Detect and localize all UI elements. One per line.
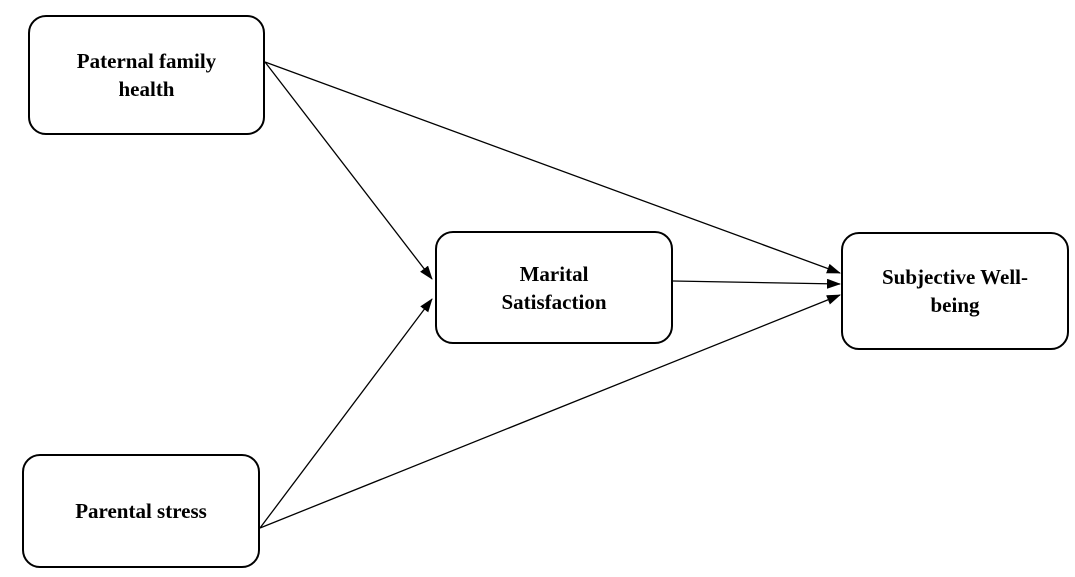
arrow-paternal-to-marital — [264, 61, 433, 280]
node-paternal-family-health: Paternal family health — [28, 15, 265, 135]
arrow-parental-to-marital — [259, 298, 433, 529]
node-subjective-wellbeing: Subjective Well-being — [841, 232, 1069, 350]
arrow-marital-to-wellbeing — [672, 278, 841, 289]
arrow-parental-to-wellbeing — [259, 294, 841, 529]
node-marital-satisfaction: Marital Satisfaction — [435, 231, 673, 344]
node-label-subjective-wellbeing: Subjective Well-being — [881, 265, 1028, 317]
arrow-paternal-to-wellbeing — [264, 61, 841, 274]
node-parental-stress: Parental stress — [22, 454, 260, 568]
node-label-parental-stress: Parental stress — [75, 499, 207, 523]
node-label-paternal-family-health: Paternal family health — [76, 49, 217, 101]
node-label-marital-satisfaction: Marital Satisfaction — [501, 261, 607, 314]
